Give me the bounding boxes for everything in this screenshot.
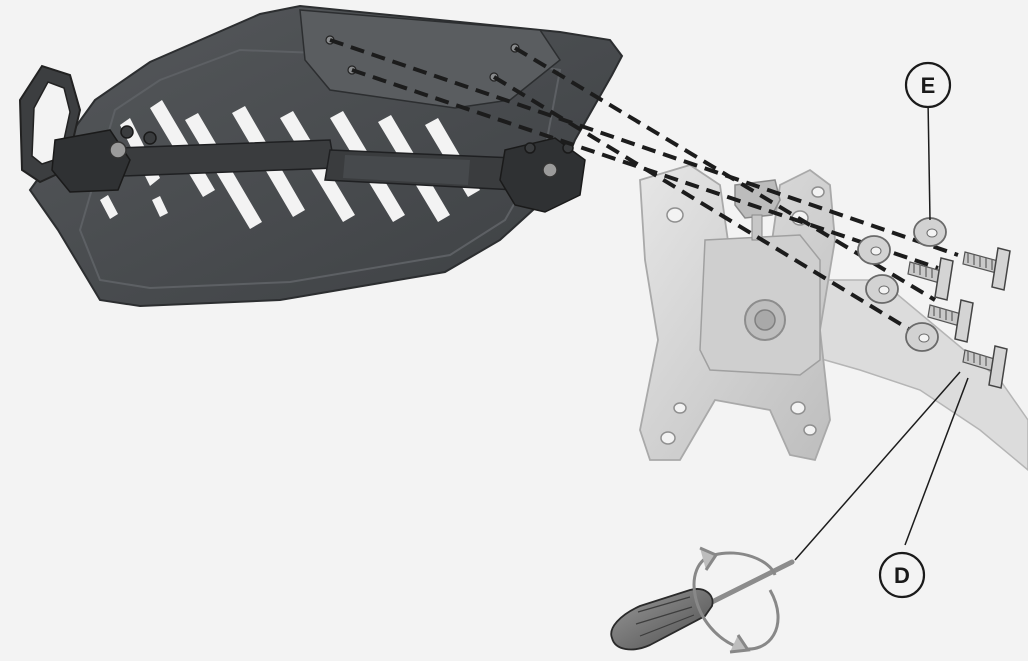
laptop-tray (20, 6, 622, 306)
right-clamp (500, 138, 585, 212)
callout-d-label: D (894, 563, 910, 588)
screw (963, 248, 1010, 290)
washer (914, 218, 946, 246)
callout-e: E (906, 63, 950, 107)
callout-e-label: E (921, 73, 936, 98)
washer (906, 323, 938, 351)
washer (866, 275, 898, 303)
washer (858, 236, 890, 264)
screwdriver-handle (611, 589, 712, 649)
screwdriver-shaft (700, 562, 792, 608)
screw (908, 258, 953, 300)
screwdriver (611, 562, 792, 649)
callout-d: D (880, 553, 924, 597)
